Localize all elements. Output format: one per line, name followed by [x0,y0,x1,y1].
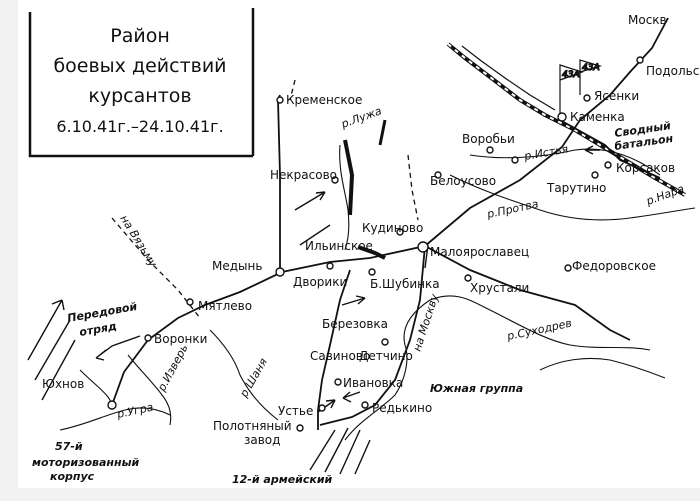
label-fedorovskoe: Федоровское [572,259,656,273]
label-57-korpus-3: корпус [50,470,95,483]
rivers [59,144,696,441]
marker-medyn [275,267,285,277]
roads [111,17,669,430]
marker-b-shubinka [368,268,376,276]
label-voronki: Воронки [154,332,207,346]
label-ustye: Устье [278,404,313,418]
label-ivanovka: Ивановка [343,376,403,390]
marker-podolsk [636,56,644,64]
label-redkino: Редькино [372,401,432,415]
marker-polotnyany-zavod [296,424,304,432]
label-kudinovo: Кудиново [362,221,423,235]
marker-khrustali [464,274,472,282]
marker-kudinovo [396,228,404,236]
label-kremenskoe: Кременское [286,93,362,107]
label-izver: р.Изверь [155,342,191,394]
marker-myatlevo [186,298,194,306]
label-polotnyany-zavod-1: Полотняный [213,419,292,433]
marker-detchino [381,338,389,346]
marker-korsakovo [604,161,612,169]
title-line-2: боевых действий [53,55,226,77]
label-na-vyazmu: на Вязьму [117,213,159,270]
front-lines [343,119,387,260]
label-moskva: Москв [628,13,667,27]
label-sukhodrev: р.Суходрев [505,317,573,344]
marker-yukhnov [107,400,117,410]
label-khrustali: Хрустали [470,281,529,295]
label-12-army: 12-й армейский [232,473,333,486]
marker-kamenka [557,112,567,122]
place-labels: Москв Подольск Ясенки Каменка Воробьи Ко… [42,13,700,447]
marker-kremenskoe [276,96,284,104]
label-podolsk: Подольск [646,64,700,78]
marker-ivanovka [334,378,342,386]
marker-voronki [144,334,152,342]
marker-redkino [361,401,369,409]
label-myatlevo: Мятлево [198,299,252,313]
marker-maloyaroslavets [417,241,429,253]
label-luzha: р.Лужа [339,104,384,131]
label-nekrasovo: Некрасово [270,168,337,182]
marker-yasenki [583,94,591,102]
marker-vorobyi-2 [511,156,519,164]
label-dvoriki: Дворики [293,275,347,289]
label-b-shubinka: Б.Шубинка [370,277,440,291]
label-57-korpus-2: моторизованный [32,456,140,469]
marker-vorobyi [486,146,494,154]
label-57-korpus-1: 57-й [55,440,83,453]
label-ilinskoe: Ильинское [305,239,373,253]
label-vorobyi: Воробьи [462,132,515,146]
label-berezovka: Березовка [322,317,388,331]
town-markers [107,56,644,432]
title-line-3: курсантов [88,85,191,107]
label-korsakovo: Корсаков [616,161,675,175]
label-medyn: Медынь [212,259,262,273]
label-peredovoy-2: отряд [78,320,118,339]
flag-43a-2: 43А [582,63,600,73]
label-yasenki: Ясенки [594,89,639,103]
title-box: Район боевых действий курсантов 6.10.41г… [28,8,255,158]
title-line-4: 6.10.41г.–24.10.41г. [56,117,223,136]
marker-belousovo [434,171,442,179]
label-tarutino: Тарутино [546,181,606,195]
dashed-roads [111,79,419,319]
label-detchino: Детчино [359,349,413,363]
label-yukhnov: Юхнов [42,377,84,391]
label-yuzhnaya-gruppa: Южная группа [430,382,523,395]
label-belousovo: Белоусово [430,174,496,188]
label-polotnyany-zavod-2: завод [244,433,280,447]
label-savinovo: Савиново [310,349,370,363]
marker-fedorovskoe [564,264,572,272]
marker-dvoriki [326,262,334,270]
label-ugra: р.Угра [115,401,155,422]
marker-ustye [318,404,326,412]
map-paper [18,0,700,488]
army-flags: 43А 43А [559,59,603,120]
label-nara: р.Нара [644,182,686,208]
marker-tarutino [591,171,599,179]
marker-nekrasovo [331,176,339,184]
title-line-1: Район [110,25,170,47]
label-kamenka: Каменка [570,110,625,124]
flag-43a-1: 43А [562,70,580,80]
label-maloyaroslavets: Малоярославец [430,245,529,259]
